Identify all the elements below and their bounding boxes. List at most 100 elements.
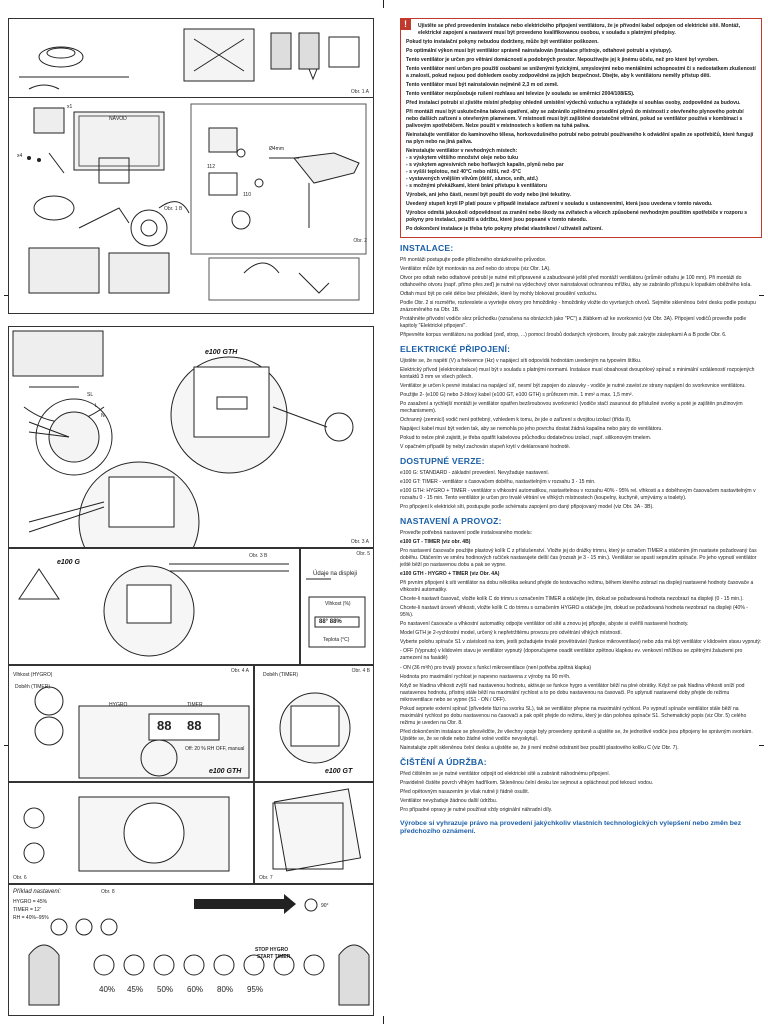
warning-text: Neinstalujte ventilátor v nevhodných mís… — [406, 148, 518, 155]
warning-text: Tento ventilátor je určen pro větrání do… — [406, 57, 719, 64]
warning-text: Výrobce odmítá jakoukoli odpovědnost za … — [406, 210, 748, 224]
terminal-sl: SL — [87, 392, 94, 398]
warning-text: Pokud tyto instalační pokyny nebudou dod… — [406, 39, 599, 46]
paragraph: Proveďte potřebná nastavení podle instal… — [400, 530, 532, 537]
crop-mark — [383, 0, 384, 8]
timer-label: Doběh (TIMER) — [263, 672, 299, 678]
text-column: ! Ujistěte se před provedením instalace … — [400, 18, 762, 837]
figure-5: Obr. 5 Údaje na displeji Vlhkost (%) 88°… — [300, 548, 374, 665]
label-drill: Ø4mm — [269, 146, 284, 152]
paragraph: Model GTH je 2-rychlostní model, určený … — [400, 630, 622, 637]
label-dim-b: 110 — [243, 192, 251, 198]
hygro-label: Vlhkost (HYGRO) — [13, 672, 53, 678]
paragraph: V opačném případě by nebyl zachován stup… — [400, 444, 571, 451]
paragraph: Ventilátor je určen k pevné instalaci na… — [400, 383, 746, 390]
pct-50: 50% — [157, 985, 174, 994]
display-value: 88° 88% — [319, 619, 342, 625]
label-x1: x1 — [67, 104, 73, 110]
paragraph: Pro nastavení časovače použijte plastový… — [400, 548, 757, 569]
pct-40: 40% — [99, 985, 116, 994]
figure-1b: NÁVOD x1 x4 Ø4mm 112 110 Obr. 1 B Obr. 2 — [8, 97, 374, 314]
paragraph: e100 G: STANDARD - základní provedení. N… — [400, 470, 550, 477]
paragraph: Když se hladina vlhkosti zvýší nad nasta… — [400, 682, 745, 703]
warning-list-item: - vystavených vnějším vlivům (déšť, slun… — [406, 176, 538, 183]
paragraph: Před dokončením instalace se přesvědčte,… — [400, 728, 753, 742]
figure-label: Obr. 2 — [353, 238, 367, 244]
paragraph: e100 GTH: HYGRO + TIMER - ventilátor s v… — [400, 488, 756, 502]
warning-text: Tento ventilátor musí být nainstalován n… — [406, 82, 559, 89]
warning-list-item: - s možnými překážkami, které brání přís… — [406, 183, 547, 190]
warning-list-item: - s výskytem agresivních nebo hořlavých … — [406, 162, 564, 169]
warning-text: Po dokončení instalace je třeba tyto pok… — [406, 226, 603, 233]
warning-text: Po optimální výkon musí být ventilátor s… — [406, 48, 673, 55]
warning-text: Tento ventilátor není určen pro použití … — [406, 66, 756, 80]
figure-4a-drawing — [34, 686, 250, 779]
paragraph: Ventilátor může být montován na zeď nebo… — [400, 266, 551, 273]
warning-text: Při montáži musí být uskutečněna taková … — [406, 109, 744, 130]
warning-box: ! Ujistěte se před provedením instalace … — [400, 18, 762, 239]
figure-label: Obr. 4 A — [230, 668, 249, 674]
rh-range: RH = 40%–95% — [13, 915, 49, 921]
figure-label: Obr. 1 A — [350, 89, 369, 95]
warning-list-item: - s vyšší teplotou, než 40°C nebo nižší,… — [406, 169, 522, 176]
paragraph: Podle Obr. 2 si rozměřte, rozkreslete a … — [400, 300, 756, 314]
hygro-setting: HYGRO = 45% — [13, 899, 48, 905]
figure-label: Obr. 4 B — [351, 668, 370, 674]
display-info-label: Údaje na displeji — [313, 571, 358, 577]
paragraph: Před opětovným nasazením je však nutné j… — [400, 788, 530, 795]
humidity-label: Vlhkost (%) — [325, 601, 351, 607]
paragraph: Ujistěte se, že napětí (V) a frekvence (… — [400, 358, 642, 365]
section-cisteni: Před čištěním se je nutné ventilátor odp… — [400, 771, 762, 814]
label-navod: NÁVOD — [109, 116, 127, 122]
section-instalace: Při montáži postupujte podle přiloženého… — [400, 257, 762, 339]
label-x4: x4 — [17, 153, 23, 159]
pct-95: 95% — [247, 985, 264, 994]
paragraph: Odtah musí být po celé délce bez překáže… — [400, 291, 598, 298]
paragraph: Před čištěním se je nutné ventilátor odp… — [400, 770, 611, 777]
section-heading-verze: DOSTUPNÉ VERZE: — [400, 456, 485, 467]
paragraph: - OFF (Vypnuto) v klidovém stavu je vent… — [400, 648, 743, 662]
paragraph: Hodnota pro maximální rychlost je napevn… — [400, 673, 571, 680]
figure-6: Obr. 6 — [8, 782, 254, 884]
warning-text: Tento ventilátor nezpůsobuje rušení rozh… — [406, 91, 635, 98]
figure-1b-drawing — [27, 103, 367, 301]
section-heading-cisteni: ČIŠTĚNÍ A ÚDRŽBA: — [400, 756, 487, 767]
figure-3a-drawing — [12, 330, 354, 547]
figure-3b: e100 G Obr. 3 B — [8, 548, 300, 665]
figure-6-drawing — [23, 796, 230, 872]
figure-label: Obr. 8 — [101, 889, 115, 895]
pct-45: 45% — [127, 985, 144, 994]
paragraph: Při prvním připojení k síti ventilátor n… — [400, 580, 754, 594]
figure-4a: Vlhkost (HYGRO) Doběh (TIMER) 88 88 HYGR… — [8, 665, 254, 782]
paragraph: Vyberte polohu spínače S1 v závislosti n… — [400, 639, 762, 646]
paragraph: Nainstalujte zpět skleněnou čelní desku … — [400, 744, 679, 751]
hygro-trim-label: HYGRO — [109, 702, 128, 708]
warning-text: Ujistěte se před provedením instalace ne… — [418, 23, 741, 37]
model-label: e100 GT — [325, 768, 353, 775]
figure-7: Obr. 7 — [254, 782, 374, 884]
disclaimer: Výrobce si vyhrazuje právo na provedení … — [400, 819, 742, 836]
figure-label: Obr. 7 — [259, 875, 273, 881]
paragraph: - ON (36 m³/h) pro trvalý provoz s funkc… — [400, 664, 592, 671]
warning-text: Výrobek, ani jeho části, nesmí být použi… — [406, 192, 571, 199]
figure-label: Obr. 6 — [13, 875, 27, 881]
section-elektricke: Ujistěte se, že napětí (V) a frekvence (… — [400, 358, 762, 451]
section-heading-nastaveni: NASTAVENÍ A PROVOZ: — [400, 516, 502, 527]
warning-text: Před instalací potrubí si zjistěte místn… — [406, 100, 741, 107]
label-dim-a: 112 — [207, 164, 215, 170]
angle-label: 90° — [321, 903, 329, 909]
paragraph: e100 GT: TIMER - ventilátor s časovačem … — [400, 479, 596, 486]
figure-7-drawing — [272, 788, 362, 872]
stop-hygro: STOP HYGRO — [255, 947, 289, 953]
figure-3a: e100 GTH SL L N Obr. 3 A — [8, 326, 374, 548]
paragraph: Ventilátor nevyžaduje žádnou další údržb… — [400, 797, 498, 804]
figure-5-drawing — [306, 578, 366, 648]
paragraph: Pokud to nelze plně zajistit, je třeba o… — [400, 435, 652, 442]
model-label: e100 G — [57, 559, 80, 566]
crop-mark — [759, 295, 764, 296]
terminal-n: N — [101, 413, 105, 419]
paragraph: Pokud sepnete externí spínač (přivedete … — [400, 705, 747, 726]
figure-label: Obr. 1 B — [164, 206, 183, 212]
crop-mark — [4, 295, 9, 296]
example-label: Příklad nastavení: — [13, 889, 62, 895]
